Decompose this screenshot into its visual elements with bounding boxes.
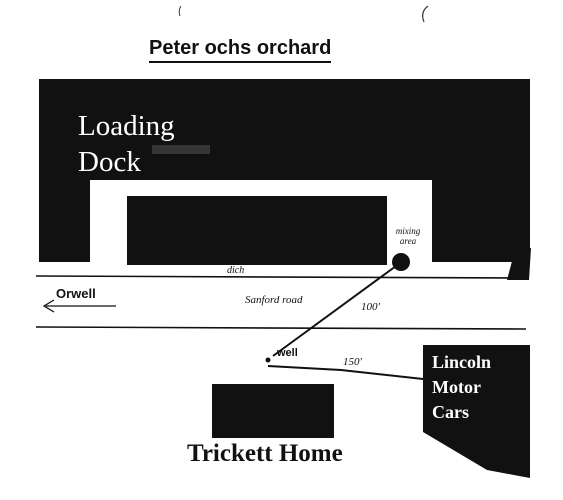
mixing-area-label-line2: area	[399, 236, 417, 246]
lincoln-label-line3: Cars	[432, 402, 469, 422]
orwell-label: Orwell	[56, 286, 96, 301]
loading-dock-label-line1: Loading	[78, 110, 175, 142]
lincoln-label-line1: Lincoln	[432, 352, 492, 372]
distance-150-label: 150'	[343, 356, 362, 368]
loading-dock-label: Loading Dock	[78, 108, 175, 180]
distance-100-label: 100'	[361, 301, 380, 313]
trickett-home-label: Trickett Home	[187, 440, 343, 467]
orchard-building	[127, 196, 387, 265]
well-label: well	[277, 347, 298, 359]
road-label: Sanford road	[245, 294, 303, 306]
well-to-mixing-line	[272, 265, 397, 357]
loading-dock-label-line2: Dock	[78, 146, 141, 178]
mixing-area-marker	[392, 253, 410, 271]
ditch-line	[35, 275, 527, 279]
loading-dock-building	[39, 79, 530, 262]
mixing-area-label-line1: mixing	[395, 226, 421, 236]
lincoln-label-line2: Motor	[432, 377, 481, 397]
map-title: Peter ochs orchard	[149, 36, 332, 63]
pen-mark	[178, 5, 182, 17]
road-edge	[35, 326, 527, 330]
ditch-label: dich	[227, 265, 245, 276]
trickett-home-building	[212, 384, 334, 438]
well-to-lincoln-line	[267, 365, 424, 380]
orwell-arrow-head	[42, 299, 55, 313]
mixing-area-label: mixing area	[388, 226, 428, 246]
lincoln-motor-cars-building	[423, 345, 530, 478]
pen-mark	[422, 5, 429, 23]
smudged-text	[152, 145, 210, 154]
well-marker	[265, 357, 271, 363]
corner-block	[507, 248, 531, 280]
lincoln-motor-cars-label: Lincoln Motor Cars	[432, 350, 522, 425]
